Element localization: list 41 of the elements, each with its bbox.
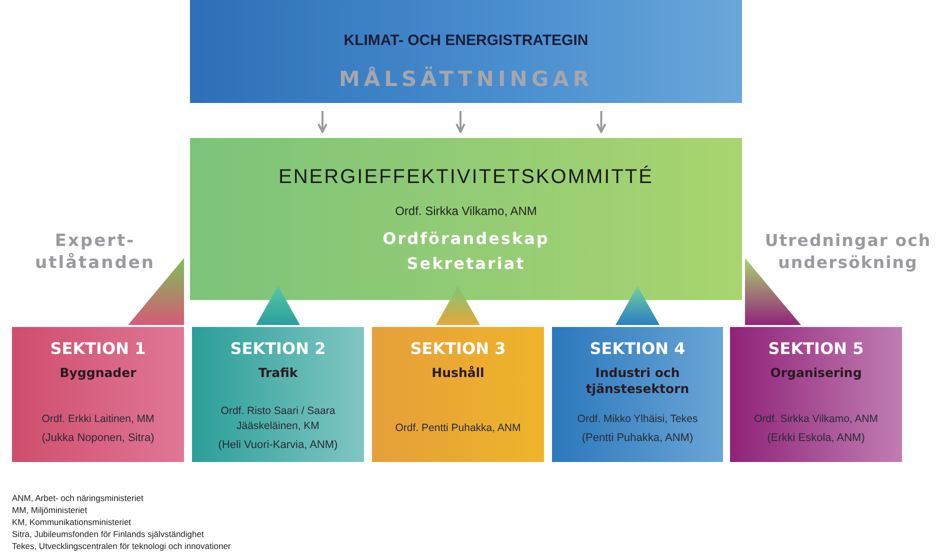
chair-name: Ordf. Risto Saari / Saara Jääskeläinen, KM xyxy=(220,404,336,434)
arrow xyxy=(317,111,328,133)
section-box xyxy=(192,327,364,462)
section-topic: Trafik xyxy=(257,365,299,381)
section-title: SEKTION 3 xyxy=(409,339,507,358)
member-name: (Pentti Puhakka, ANM) xyxy=(582,430,694,446)
goal-banner xyxy=(190,0,742,103)
section-title: SEKTION 5 xyxy=(767,339,865,358)
committee-functions: Ordförandeskap Sekretariat xyxy=(382,228,550,275)
chair-name: Ordf. Mikko Ylhäisi, Tekes xyxy=(577,412,698,426)
footnote: KM, Kommunikationsministeriet xyxy=(12,516,132,528)
footnote: Sitra, Jubileumsfonden för Finlands självständighet xyxy=(12,528,204,540)
member-name: (Jukka Noponen, Sitra) xyxy=(42,430,154,446)
member-name: (Heli Vuori-Karvia, ANM) xyxy=(218,438,338,453)
chair-name: Ordf. Sirkka Vilkamo, ANM xyxy=(394,204,538,218)
section-box xyxy=(372,327,544,462)
footnote: ANM, Arbet- och näringsministeriet xyxy=(12,492,144,504)
footnote: MM, Miljöministeriet xyxy=(12,504,88,516)
section-topic: Byggnader xyxy=(58,365,138,381)
side-label: Utredningar och undersökning xyxy=(764,230,932,274)
section-topic: Organisering xyxy=(769,365,863,381)
banner-subtitle: MÅLSÄTTNINGAR xyxy=(338,67,594,91)
member-name: (Erkki Eskola, ANM) xyxy=(767,430,865,446)
section-title: SEKTION 2 xyxy=(229,339,327,358)
section-box xyxy=(730,327,902,462)
committee-title: ENERGIEFFEKTIVITETSKOMMITTÉ xyxy=(278,166,654,189)
section-title: SEKTION 1 xyxy=(49,339,147,358)
arrow xyxy=(596,111,606,133)
section-box xyxy=(552,327,723,462)
chair-name: Ordf. Erkki Laitinen, MM xyxy=(42,412,154,426)
side-label: Expert- utlåtanden xyxy=(34,230,156,274)
section-box xyxy=(12,327,184,462)
arrow xyxy=(455,111,466,133)
chair-name: Ordf. Pentti Puhakka, ANM xyxy=(395,421,521,436)
committee-box xyxy=(190,138,742,300)
section-topic: Industri och tjänstesektorn xyxy=(584,365,690,397)
banner-title: KLIMAT- OCH ENERGISTRATEGIN xyxy=(342,32,590,49)
footnote: Tekes, Utvecklingscentralen för teknologi och innovationer xyxy=(12,540,231,552)
section-topic: Hushåll xyxy=(430,365,486,381)
section-title: SEKTION 4 xyxy=(588,339,686,358)
chair-name: Ordf. Sirkka Vilkamo, ANM xyxy=(754,412,878,426)
